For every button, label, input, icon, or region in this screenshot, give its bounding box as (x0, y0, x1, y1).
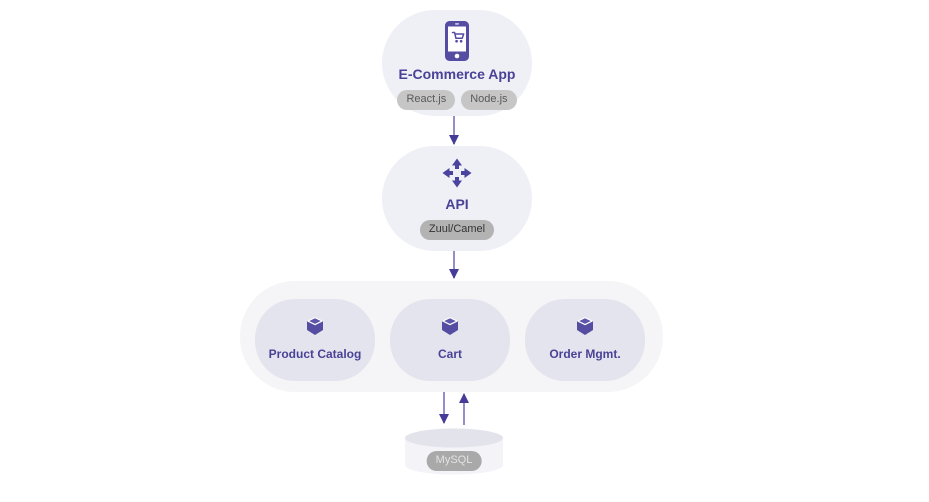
services-group[interactable]: Product Catalog Cart Order Mgmt. (240, 281, 663, 392)
node-title: API (445, 196, 469, 212)
badge-zuul-camel: Zuul/Camel (419, 220, 495, 240)
node-api[interactable]: API Zuul/Camel (382, 146, 532, 251)
node-product-catalog[interactable]: Product Catalog (255, 299, 375, 381)
node-cart[interactable]: Cart (390, 299, 510, 381)
tech-badges: Zuul/Camel (419, 220, 495, 240)
node-database-mysql[interactable]: MySQL (404, 428, 504, 476)
badge-mysql: MySQL (426, 451, 482, 471)
cube-icon (575, 316, 595, 336)
service-label: Order Mgmt. (549, 347, 621, 361)
badge-nodejs: Node.js (461, 90, 517, 110)
service-label: Product Catalog (268, 347, 362, 361)
mobile-shopping-app-icon (445, 21, 469, 61)
service-label: Cart (437, 347, 462, 361)
cube-icon (440, 316, 460, 336)
node-ecommerce-app[interactable]: E-Commerce App React.js Node.js (382, 10, 532, 116)
node-title: E-Commerce App (398, 66, 516, 82)
node-order-mgmt[interactable]: Order Mgmt. (525, 299, 645, 381)
tech-badges: React.js Node.js (397, 90, 517, 110)
arrows-move-icon (442, 158, 472, 188)
cube-icon (305, 316, 325, 336)
badge-reactjs: React.js (397, 90, 456, 110)
